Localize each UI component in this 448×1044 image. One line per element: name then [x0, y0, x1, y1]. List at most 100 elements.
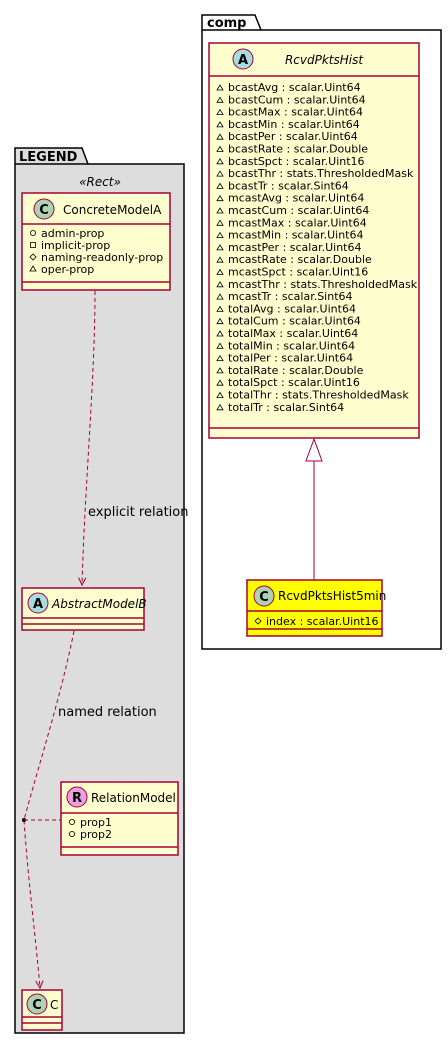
inheritance-edge [305, 437, 323, 580]
package-visibility-icon [216, 84, 224, 91]
class-icon [26, 993, 48, 1015]
package-legend-label: LEGEND [19, 150, 78, 165]
attribute: mcastTr : scalar.Sint64 [228, 290, 353, 303]
public-visibility-icon [69, 831, 76, 838]
package-visibility-icon [216, 404, 224, 411]
class-rcvd-pkts-hist-5min[interactable]: C RcvdPktsHist5min index : scalar.Uint16 [246, 579, 386, 637]
package-visibility-icon [216, 330, 224, 337]
package-visibility-icon [216, 281, 224, 288]
attribute: bcastRate : scalar.Double [228, 143, 368, 156]
package-visibility-icon [216, 293, 224, 300]
package-visibility-icon [216, 367, 224, 374]
relation-class-icon [66, 786, 88, 808]
named-relation-label: named relation [58, 705, 157, 720]
attribute: mcastAvg : scalar.Uint64 [228, 192, 364, 205]
attribute: totalPer : scalar.Uint64 [228, 352, 353, 365]
abstract-class-icon [232, 48, 254, 70]
class-name: ConcreteModelA [63, 203, 162, 217]
class-concrete-model-a[interactable]: C ConcreteModelA admin-prop implicit-pro… [21, 192, 171, 291]
package-visibility-icon [216, 391, 224, 398]
package-visibility-icon [216, 305, 224, 312]
package-visibility-icon [216, 108, 224, 115]
class-icon-letter: C [32, 998, 42, 1013]
package-visibility-icon [216, 145, 224, 152]
package-visibility-icon [216, 133, 224, 140]
relation-class-icon-letter: R [72, 791, 82, 806]
package-legend-stereotype: «Rect» [79, 175, 121, 189]
class-icon-letter: C [259, 590, 269, 605]
package-visibility-icon [216, 231, 224, 239]
abstract-class-icon-letter: A [33, 597, 43, 612]
attribute: oper-prop [41, 263, 94, 276]
attribute: mcastPer : scalar.Uint64 [228, 241, 362, 254]
class-rcvd-pkts-hist[interactable]: A RcvdPktsHist bcastAvg : scalar.Uint64b… [208, 42, 420, 439]
attribute: mcastCum : scalar.Uint64 [228, 204, 369, 217]
explicit-relation-edge: explicit relation [82, 290, 188, 585]
protected-visibility-icon [29, 253, 37, 261]
package-visibility-icon [216, 194, 224, 202]
package-visibility-icon [216, 256, 224, 263]
attribute: prop1 [80, 816, 112, 829]
named-relation-edge: named relation [22, 630, 157, 988]
class-icon-letter: C [39, 203, 49, 218]
package-visibility-icon [29, 265, 37, 272]
attribute: naming-readonly-prop [41, 251, 163, 264]
attribute: mcastMax : scalar.Uint64 [228, 216, 367, 229]
attribute: bcastTr : scalar.Sint64 [228, 179, 349, 192]
attribute: totalAvg : scalar.Uint64 [228, 302, 356, 315]
attribute: implicit-prop [41, 239, 110, 252]
attribute: bcastCum : scalar.Uint64 [228, 93, 366, 106]
class-icon [33, 198, 55, 220]
class-name: RcvdPktsHist [285, 53, 364, 67]
package-visibility-icon [216, 96, 224, 103]
public-visibility-icon [69, 819, 76, 826]
package-comp-label: comp [207, 16, 247, 31]
attribute: bcastAvg : scalar.Uint64 [228, 81, 361, 94]
package-visibility-icon [216, 219, 224, 226]
package-visibility-icon [216, 121, 224, 128]
package-visibility-icon [216, 379, 224, 386]
package-visibility-icon [216, 342, 224, 349]
attribute: mcastRate : scalar.Double [228, 253, 372, 266]
package-visibility-icon [216, 244, 224, 251]
attribute: admin-prop [41, 227, 104, 240]
attribute: prop2 [80, 828, 112, 841]
attribute: bcastSpct : scalar.Uint16 [228, 155, 365, 168]
class-name: RelationModel [91, 791, 176, 805]
attribute: totalThr : stats.ThresholdedMask [228, 389, 409, 402]
attribute: mcastSpct : scalar.Uint16 [228, 266, 368, 279]
attribute: index : scalar.Uint16 [266, 615, 379, 628]
attribute: totalCum : scalar.Uint64 [228, 315, 361, 328]
attribute: totalSpct : scalar.Uint16 [228, 376, 360, 389]
package-visibility-icon [216, 317, 224, 325]
attribute: bcastPer : scalar.Uint64 [228, 130, 358, 143]
attribute: mcastThr : stats.ThresholdedMask [228, 278, 418, 291]
class-c[interactable]: C C [21, 989, 63, 1031]
class-name: AbstractModelB [51, 597, 147, 611]
inheritance-arrowhead [305, 437, 323, 462]
package-visibility-icon [216, 354, 224, 362]
package-visibility-icon [216, 268, 224, 275]
private-visibility-icon [30, 242, 36, 248]
attribute: totalTr : scalar.Sint64 [228, 401, 344, 414]
attribute: bcastMax : scalar.Uint64 [228, 106, 363, 119]
class-name: C [50, 998, 58, 1012]
package-visibility-icon [216, 158, 224, 165]
class-icon [253, 585, 275, 607]
protected-visibility-icon [254, 617, 262, 625]
attribute: bcastMin : scalar.Uint64 [228, 118, 360, 131]
attribute: totalMax : scalar.Uint64 [228, 327, 358, 340]
attribute: bcastThr : stats.ThresholdedMask [228, 167, 414, 180]
attribute: mcastMin : scalar.Uint64 [228, 229, 363, 242]
package-visibility-icon [216, 207, 224, 214]
class-relation-model[interactable]: R RelationModel prop1 prop2 [60, 781, 179, 856]
class-abstract-model-b[interactable]: A AbstractModelB [21, 587, 147, 631]
package-visibility-icon [216, 170, 224, 177]
attribute: totalRate : scalar.Double [228, 364, 364, 377]
class-name: RcvdPktsHist5min [278, 589, 386, 603]
package-visibility-icon [216, 182, 224, 189]
attribute: totalMin : scalar.Uint64 [228, 339, 355, 352]
public-visibility-icon [29, 229, 36, 236]
